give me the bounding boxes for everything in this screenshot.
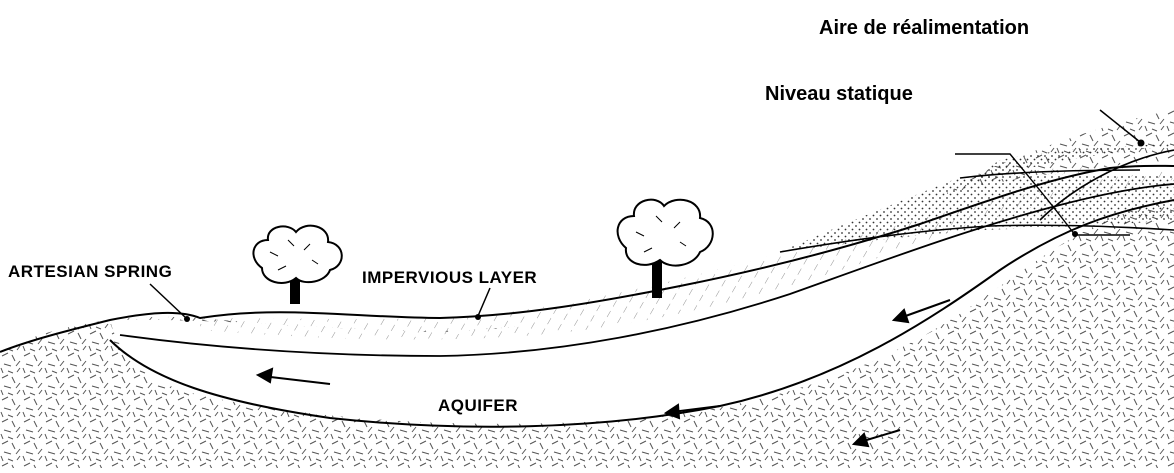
- aquifer-label: AQUIFER: [438, 396, 518, 416]
- recharge-area-label: Aire de réalimentation: [819, 17, 1029, 40]
- static-level-label: Niveau statique: [765, 83, 913, 106]
- impervious-layer-label: IMPERVIOUS LAYER: [362, 268, 537, 288]
- tree-left: [253, 226, 341, 304]
- artesian-spring-label: ARTESIAN SPRING: [8, 262, 172, 282]
